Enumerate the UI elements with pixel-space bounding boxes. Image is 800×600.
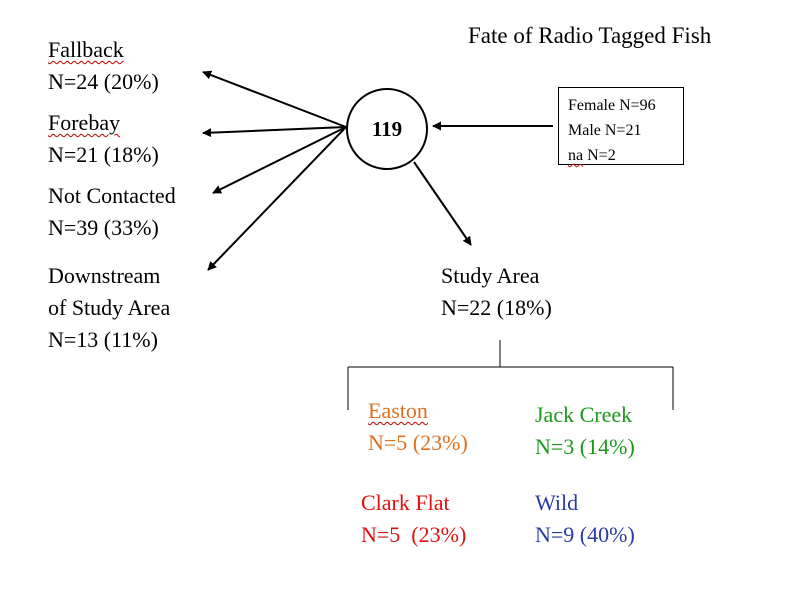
arrow-to-fallback [202,70,347,128]
na-prefix: na [568,147,584,164]
study-area-label: Study Area [441,263,540,288]
study-area-count: N=22 (18%) [441,295,552,320]
arrow-to-not-contacted [212,126,347,194]
outcome-forebay: Forebay N=21 (18%) [48,107,159,171]
group-easton: Easton N=5 (23%) [368,395,468,459]
male-count: Male N=21 [568,122,642,139]
arrow-to-forebay [202,126,347,138]
wild-count: N=9 (40%) [535,522,635,547]
downstream-count: N=13 (11%) [48,327,158,352]
arrow-to-downstream [207,126,347,271]
outcome-fallback: Fallback N=24 (20%) [48,34,159,98]
diagram-title: Fate of Radio Tagged Fish [468,23,712,48]
sex-breakdown-box: Female N=96 Male N=21 na N=2 [558,87,684,165]
fallback-count: N=24 (20%) [48,69,159,94]
downstream-label-line2: of Study Area [48,295,171,320]
outcome-not-contacted: Not Contacted N=39 (33%) [48,180,176,244]
forebay-label: Forebay [48,110,121,135]
downstream-label-line1: Downstream [48,263,161,288]
group-jack-creek: Jack Creek N=3 (14%) [535,399,635,463]
clark-flat-label: Clark Flat [361,490,450,515]
clark-flat-count: N=5 (23%) [361,522,467,547]
fallback-label: Fallback [48,37,124,62]
outcome-study-area: Study Area N=22 (18%) [441,260,552,324]
forebay-count: N=21 (18%) [48,142,159,167]
total-fish-circle: 119 [346,88,428,170]
not-contacted-count: N=39 (33%) [48,215,159,240]
group-wild: Wild N=9 (40%) [535,487,635,551]
jack-creek-count: N=3 (14%) [535,434,635,459]
female-count: Female N=96 [568,97,656,114]
not-contacted-label: Not Contacted [48,183,176,208]
jack-creek-label: Jack Creek [535,402,633,427]
group-clark-flat: Clark Flat N=5 (23%) [361,487,466,551]
total-fish-count: 119 [371,116,403,141]
na-rest: N=2 [583,147,616,164]
easton-label: Easton [368,398,428,423]
na-count: na N=2 [568,143,683,168]
outcome-downstream: Downstream of Study Area N=13 (11%) [48,260,170,356]
wild-label: Wild [535,490,579,515]
arrow-to-study-area [413,161,472,246]
easton-count: N=5 (23%) [368,430,468,455]
study-area-bracket [347,340,674,410]
